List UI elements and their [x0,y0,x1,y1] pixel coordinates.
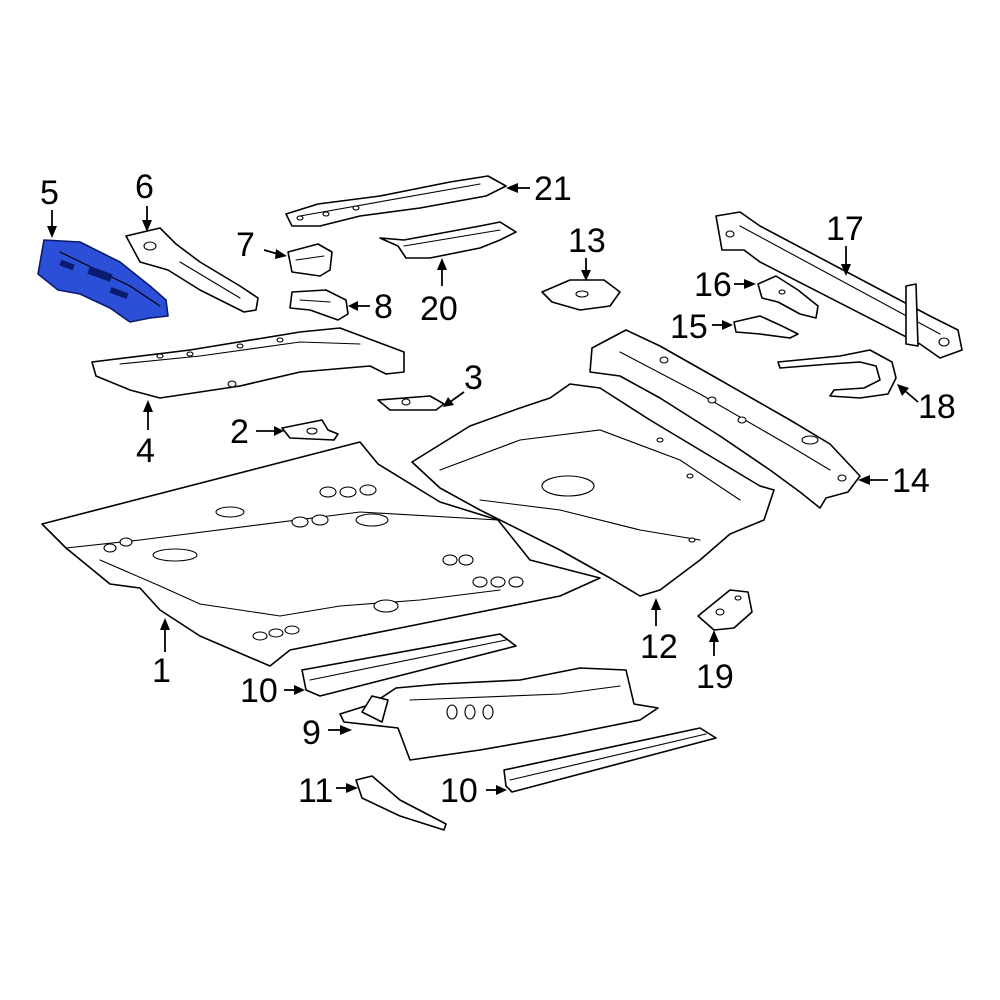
callout-label-20: 20 [420,290,458,328]
part-6-rail[interactable] [125,227,259,313]
callout-label-10-upper: 10 [240,672,278,710]
callout-label-15: 15 [670,308,708,346]
part-3-bracket[interactable] [377,395,445,411]
callout-label-21: 21 [534,170,572,208]
callout-16: 16 [694,266,756,304]
callout-14: 14 [858,462,930,500]
part-2-bracket[interactable] [281,419,339,441]
part-16-bracket[interactable] [757,275,819,319]
callout-label-12: 12 [640,628,678,666]
callout-10-lower: 10 [440,772,507,810]
part-20-rail[interactable] [379,221,517,259]
callout-13: 13 [568,222,606,281]
callout-5: 5 [40,174,59,238]
callout-label-7: 7 [236,226,255,264]
callout-19: 19 [696,630,734,696]
callout-12: 12 [640,598,678,666]
callout-label-2: 2 [230,413,249,451]
part-18-wheel-arch[interactable] [777,349,897,399]
callout-label-16: 16 [694,266,732,304]
callout-label-13: 13 [568,222,606,260]
callout-4: 4 [136,400,155,470]
part-1-front-floor-pan[interactable] [41,441,601,667]
callout-6: 6 [135,168,154,232]
callout-label-11: 11 [298,772,333,810]
callout-10-upper: 10 [240,672,305,710]
callout-20: 20 [420,258,458,328]
callout-15: 15 [670,308,733,346]
callout-label-6: 6 [135,168,154,206]
callout-label-10-lower: 10 [440,772,478,810]
part-10-rocker-lower[interactable] [503,727,717,793]
part-15-bracket[interactable] [733,315,799,339]
callout-2: 2 [230,413,284,451]
part-7-bracket[interactable] [287,243,333,277]
part-14-rear-side-rail[interactable] [589,329,861,509]
callout-label-5: 5 [40,174,59,212]
callout-label-3: 3 [464,359,483,397]
callout-label-19: 19 [696,658,734,696]
callout-label-4: 4 [136,432,155,470]
callout-9: 9 [302,714,352,752]
callout-7: 7 [236,226,287,264]
part-21-rail[interactable] [285,175,507,227]
callout-label-17: 17 [826,210,864,248]
part-12-rear-floor-pan[interactable] [411,383,775,597]
part-13-cover-plate[interactable] [541,279,621,311]
part-8-bracket[interactable] [289,289,349,321]
callout-18: 18 [897,384,956,426]
part-11-brace[interactable] [355,775,447,831]
callout-label-18: 18 [918,388,956,426]
callout-3: 3 [443,359,483,407]
callout-17: 17 [826,210,864,276]
part-17-rear-cross-member[interactable] [715,211,963,359]
part-19-bracket[interactable] [697,589,753,631]
part-4-cross-member[interactable] [91,327,405,399]
callout-1: 1 [152,618,171,690]
callout-label-9: 9 [302,714,321,752]
part-9-center-panel[interactable] [339,667,659,761]
callout-label-14: 14 [892,462,930,500]
callout-8: 8 [348,288,393,326]
part-5-reinforcement-highlighted[interactable] [37,239,169,323]
part-10-rocker-upper[interactable] [301,633,517,697]
callout-label-8: 8 [374,288,393,326]
callout-21: 21 [506,170,572,208]
callout-11: 11 [298,772,358,810]
callout-label-1: 1 [152,652,171,690]
